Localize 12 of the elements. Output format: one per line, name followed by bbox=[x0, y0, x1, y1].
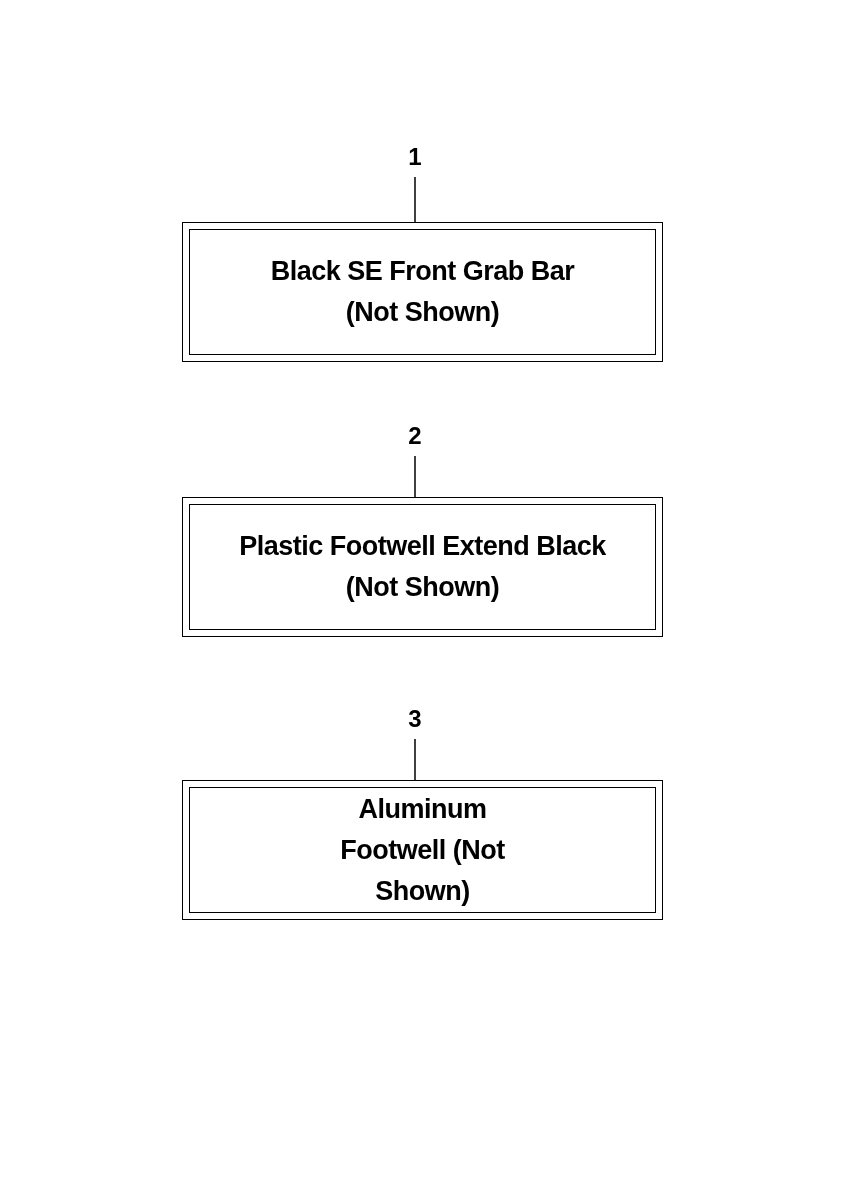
leader-line bbox=[414, 738, 416, 781]
leader-line bbox=[414, 455, 416, 498]
part-label-box bbox=[182, 780, 663, 920]
callout-number: 1 bbox=[400, 143, 430, 173]
leader-line bbox=[414, 176, 416, 223]
part-label-box bbox=[182, 222, 663, 362]
callout-number: 3 bbox=[400, 705, 430, 735]
part-name: Aluminum Footwell (Not Shown) bbox=[339, 792, 506, 908]
part-label-box bbox=[182, 497, 663, 637]
part-name: Black SE Front Grab Bar (Not Shown) bbox=[269, 255, 576, 329]
callout-number: 2 bbox=[400, 422, 430, 452]
part-name: Plastic Footwell Extend Black (Not Shown) bbox=[238, 530, 607, 604]
